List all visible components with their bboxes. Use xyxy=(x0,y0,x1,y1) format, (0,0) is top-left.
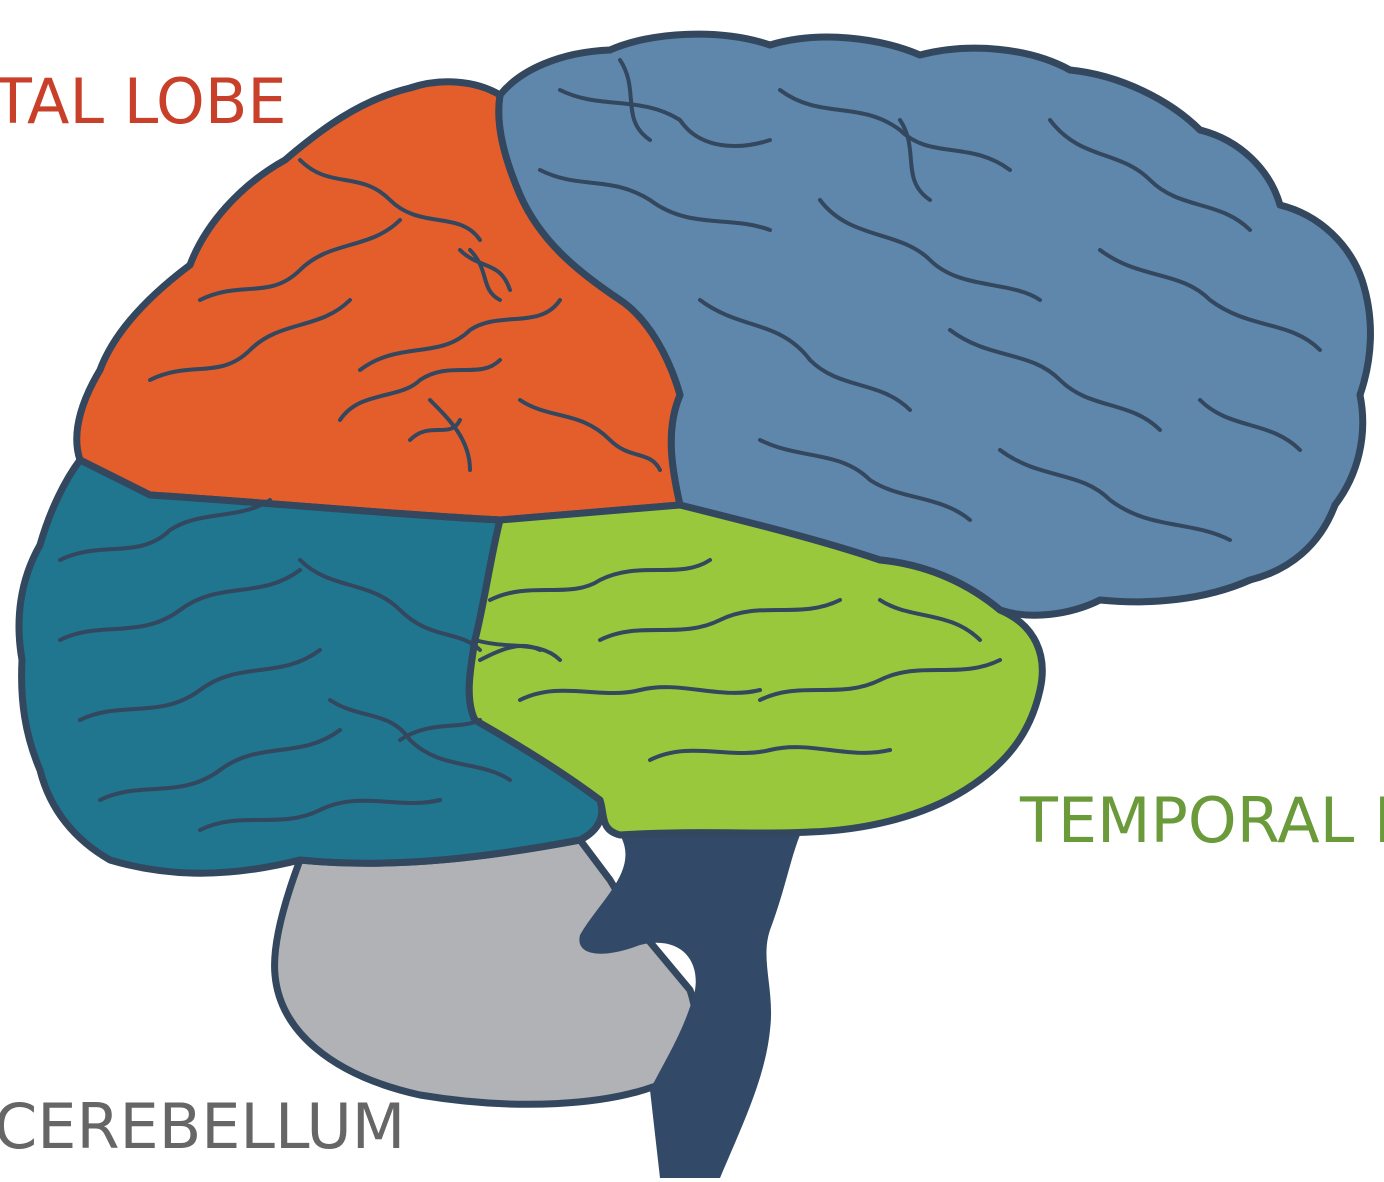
parietal-lobe-label: TAL LOBE xyxy=(0,65,287,138)
temporal-lobe-label: TEMPORAL LO xyxy=(1019,784,1384,857)
cerebellum-label: CEREBELLUM xyxy=(0,1090,405,1163)
